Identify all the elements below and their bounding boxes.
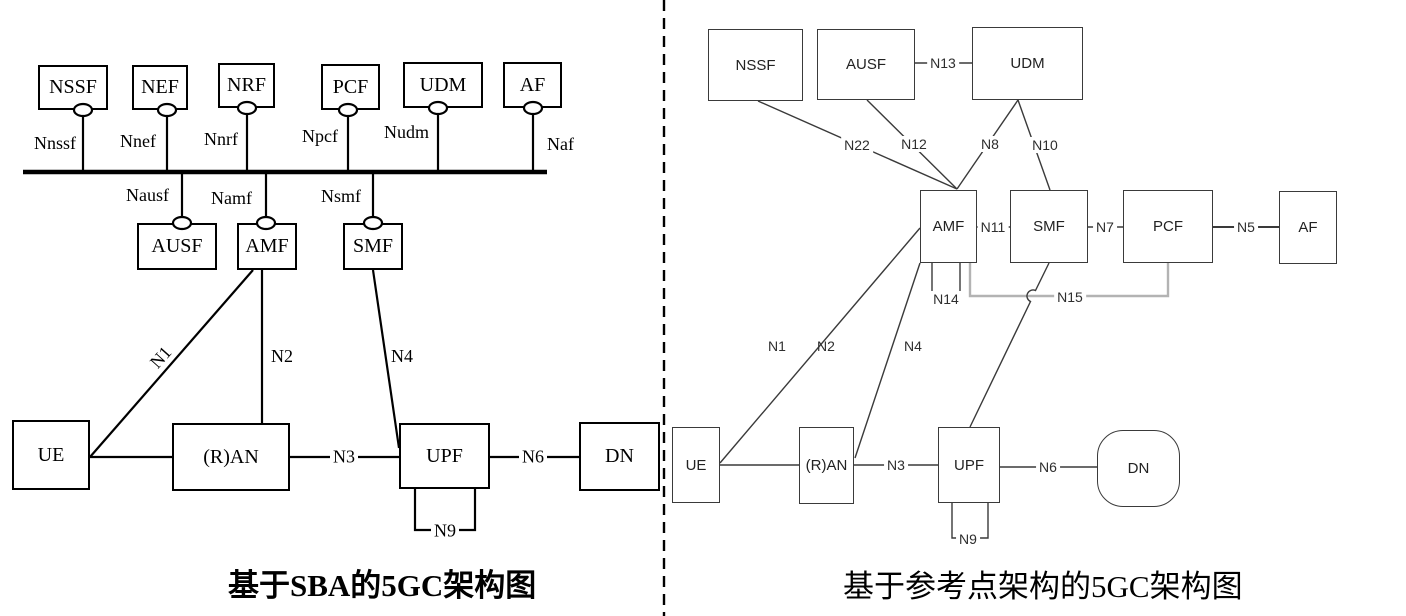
node-label: UDM [1010,55,1045,72]
node-label: AUSF [845,56,886,73]
node-amf-sba: AMF [237,223,297,270]
node-label: UE [37,443,65,466]
node-label: NSSF [49,76,97,98]
sba-edges [23,100,579,532]
node-dn-sba: DN [579,422,660,491]
ref-label-n1-ref: N1 [768,338,786,354]
node-label: PCF [332,75,369,98]
sbi-label-naf: Naf [547,134,574,154]
node-nrf-sba: NRF [218,63,275,108]
ref-label-n3-sba: N3 [330,446,358,468]
ref-label-n8: N8 [978,136,1002,152]
node-label: NRF [227,74,266,96]
node-label: (R)AN [805,457,848,474]
node-ran-ref: (R)AN [799,427,854,504]
node-label: (R)AN [203,445,259,468]
node-amf-ref: AMF [920,190,977,263]
node-ausf-sba: AUSF [137,223,217,270]
node-nssf-ref: NSSF [708,29,803,101]
ref-label-n10: N10 [1029,137,1061,153]
node-udm-sba: UDM [403,62,483,108]
ref-label-n5: N5 [1234,219,1258,235]
ref-label-n13: N13 [927,55,959,71]
node-ue-sba: UE [12,420,90,490]
node-label: AUSF [151,235,203,257]
node-label: SMF [352,235,394,257]
ref-label-n4-ref: N4 [904,338,922,354]
node-pcf-sba: PCF [321,64,380,110]
node-label: DN [1127,460,1150,477]
ref-label-n3-ref: N3 [884,457,908,473]
node-label: PCF [1153,218,1183,235]
ref-label-n14: N14 [930,291,962,307]
node-smf-ref: SMF [1010,190,1088,263]
node-label: UPF [954,456,984,474]
node-upf-sba: UPF [399,423,490,489]
edge-n2-ref [854,262,921,459]
sbi-label-nudm: Nudm [384,122,429,142]
ref-label-n9-sba: N9 [431,520,459,542]
node-label: UPF [426,444,463,467]
ref-label-n7: N7 [1093,219,1117,235]
sbi-lollipops [72,100,544,231]
ref-label-n4-sba: N4 [391,346,413,366]
node-label: UE [685,456,707,474]
ref-label-n12: N12 [898,136,930,152]
sbi-label-nnef: Nnef [120,131,156,151]
node-nef-sba: NEF [132,65,188,110]
node-udm-ref: UDM [972,27,1083,100]
node-ausf-ref: AUSF [817,29,915,100]
node-label: AF [1298,219,1318,236]
node-af-sba: AF [503,62,562,108]
node-ran-sba: (R)AN [172,423,290,491]
node-af-ref: AF [1279,191,1337,264]
node-upf-ref: UPF [938,427,1000,503]
ref-label-n11: N11 [977,219,1009,235]
edge-n4-ref [969,262,1050,428]
sbi-label-namf: Namf [211,188,252,208]
sbi-label-nnrf: Nnrf [204,129,238,149]
node-dn-ref: DN [1097,430,1180,507]
node-nssf-sba: NSSF [38,65,108,110]
sbi-label-npcf: Npcf [302,126,338,146]
node-label: AMF [245,235,289,257]
ref-label-n22: N22 [841,137,873,153]
node-ue-ref: UE [672,427,720,503]
ref-label-n2-sba: N2 [271,346,293,366]
node-label: AMF [932,218,965,235]
node-smf-sba: SMF [343,223,403,270]
ref-label-n6-ref: N6 [1036,459,1060,475]
node-label: DN [605,445,634,467]
sbi-label-nnssf: Nnssf [34,133,77,153]
node-label: UDM [419,73,467,96]
caption-sba-diagram: 基于SBA的5GC架构图 [228,568,537,603]
node-label: NSSF [735,56,776,74]
sbi-label-nsmf: Nsmf [321,186,361,206]
ref-label-n2-ref: N2 [817,338,835,354]
ref-label-n6-sba: N6 [519,446,547,468]
caption-ref-point-diagram: 基于参考点架构的5GC架构图 [843,569,1243,604]
node-label: AF [519,73,546,96]
node-pcf-ref: PCF [1123,190,1213,263]
node-label: NEF [141,76,179,98]
ref-label-n1-sba: N1 [145,342,176,373]
ref-label-n15: N15 [1054,289,1086,305]
sbi-label-nausf: Nausf [126,185,169,205]
ref-label-n9-ref: N9 [956,531,980,547]
node-label: SMF [1033,218,1065,235]
